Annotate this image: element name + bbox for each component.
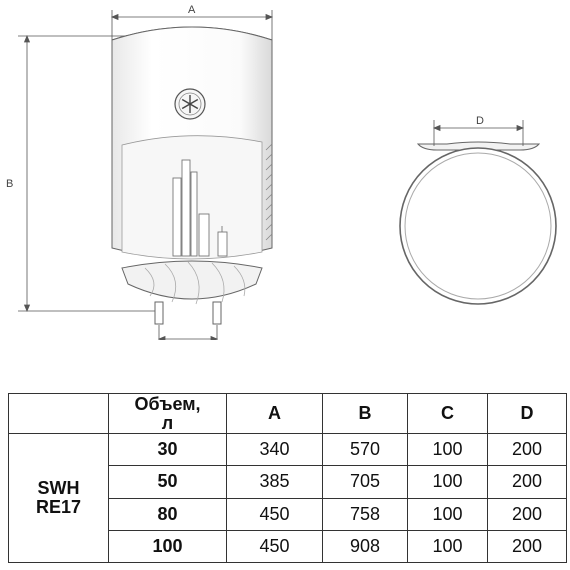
value-cell-b: 758: [322, 497, 408, 531]
value-cell-d: 200: [487, 432, 567, 467]
volume-header-line1: Объем,: [134, 393, 201, 414]
table-corner-cell: [8, 393, 109, 434]
dim-label-b: B: [6, 178, 13, 190]
dimension-d: [432, 120, 525, 146]
snowflake-icon: [174, 88, 206, 120]
value-cell-a: 340: [226, 432, 323, 467]
value-cell-c: 100: [407, 432, 488, 467]
volume-header-line2: л: [161, 412, 174, 433]
value-cell-c: 100: [407, 497, 488, 531]
dimension-b: [18, 34, 180, 313]
dimension-c: [157, 325, 219, 340]
table-row: SWH RE17 30 340 570 100 200: [8, 432, 567, 563]
dimensions-table: Объем, л A B C D SWH RE17 30 340 570 100…: [8, 393, 567, 564]
table-row: 80 450 758 100 200: [9, 497, 567, 531]
technical-drawing: A B: [6, 4, 557, 340]
model-line1: SWH: [37, 478, 80, 499]
heater-top-view: [399, 141, 557, 305]
volume-cell: 100: [108, 529, 227, 564]
model-cell: SWH RE17: [8, 433, 109, 563]
volume-cell: 50: [108, 465, 227, 499]
value-cell-d: 200: [487, 497, 567, 531]
value-cell-c: 100: [407, 529, 488, 564]
column-header-c: C: [407, 393, 488, 434]
table-row: 100 450 908 100 200: [9, 529, 567, 564]
dim-label-a: A: [188, 4, 196, 16]
volume-header: Объем, л: [108, 393, 227, 434]
value-cell-b: 705: [322, 465, 408, 499]
value-cell-a: 450: [226, 497, 323, 531]
value-cell-b: 570: [322, 432, 408, 467]
value-cell-d: 200: [487, 465, 567, 499]
volume-cell: 80: [108, 497, 227, 531]
heater-front-view: [111, 26, 273, 325]
dimension-a: [110, 10, 274, 50]
value-cell-a: 385: [226, 465, 323, 499]
column-header-b: B: [322, 393, 408, 434]
column-header-a: A: [226, 393, 323, 434]
value-cell-d: 200: [487, 529, 567, 564]
value-cell-b: 908: [322, 529, 408, 564]
column-header-d: D: [487, 393, 567, 434]
dim-label-d: D: [476, 115, 484, 127]
table-header-row: Объем, л A B C D: [8, 393, 567, 434]
value-cell-a: 450: [226, 529, 323, 564]
volume-cell: 30: [108, 432, 227, 467]
model-line2: RE17: [35, 497, 82, 517]
value-cell-c: 100: [407, 465, 488, 499]
